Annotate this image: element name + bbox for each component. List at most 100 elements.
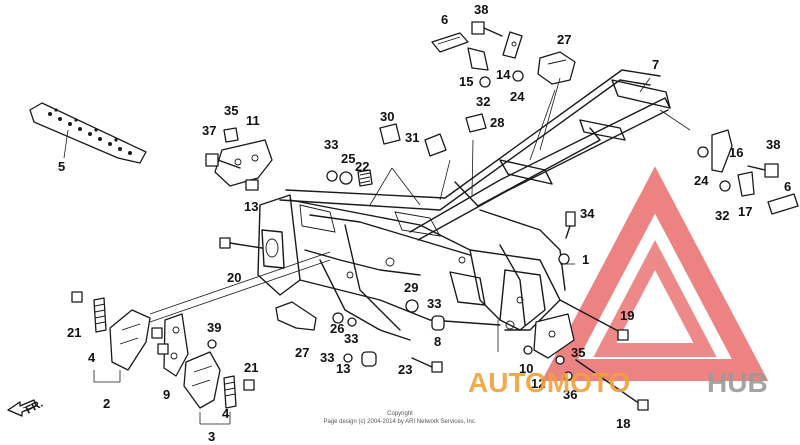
- callout-3: 3: [208, 429, 215, 444]
- nut-part: [512, 70, 524, 82]
- callout-19: 19: [620, 308, 634, 323]
- callout-33: 33: [344, 331, 358, 346]
- brand-text-hub: HUB: [707, 367, 768, 398]
- callout-8: 8: [434, 334, 441, 349]
- spring-part: [93, 297, 107, 333]
- bracket-part: [502, 31, 523, 59]
- callout-35: 35: [224, 103, 238, 118]
- grommet-part: [379, 123, 401, 145]
- collar-part: [405, 299, 419, 313]
- spring-part: [357, 169, 373, 187]
- copyright-line-2: Page design (c) 2004-2014 by ARI Network…: [323, 419, 476, 425]
- bracket-part: [467, 47, 489, 71]
- main-frame: [257, 69, 671, 341]
- collar-part: [245, 179, 259, 191]
- callout-13: 13: [336, 361, 350, 376]
- collar-part: [558, 253, 570, 265]
- callout-20: 20: [227, 270, 241, 285]
- bolt-part: [747, 163, 779, 178]
- bolt-part: [223, 127, 239, 143]
- callout-25: 25: [341, 151, 355, 166]
- front-direction-arrow: FR.: [6, 398, 45, 417]
- brand-text-automoto: AUTOMOTO: [468, 367, 630, 398]
- callout-22: 22: [355, 159, 369, 174]
- callout-34: 34: [580, 206, 595, 221]
- callout-32: 32: [476, 94, 490, 109]
- callout-12: 12: [531, 376, 545, 391]
- collar-part: [431, 315, 445, 331]
- callout-30: 30: [380, 109, 394, 124]
- bolt-part: [205, 153, 241, 169]
- callout-37: 37: [202, 123, 216, 138]
- washer-part: [523, 345, 533, 355]
- callout-32: 32: [715, 208, 729, 223]
- mount-part: [537, 51, 576, 85]
- bolt-part: [411, 357, 443, 373]
- nut-part: [555, 355, 565, 365]
- callout-11: 11: [246, 113, 260, 128]
- copyright-line-1: Copyright: [387, 411, 413, 417]
- callout-27: 27: [295, 345, 309, 360]
- callout-36: 36: [563, 387, 577, 402]
- bolt-part: [471, 21, 503, 37]
- bolt-part: [565, 211, 576, 239]
- bracket-part: [737, 171, 755, 197]
- callout-4: 4: [222, 406, 230, 421]
- washer-part: [339, 171, 353, 185]
- clamp-part: [424, 133, 447, 157]
- collar-part: [361, 351, 377, 367]
- clip-part: [465, 113, 487, 133]
- callout-29: 29: [404, 280, 418, 295]
- watermark-brand: AUTOMOTO HUB: [468, 367, 768, 398]
- callout-2: 2: [103, 396, 110, 411]
- callout-33: 33: [320, 350, 334, 365]
- fr-label: FR.: [24, 398, 45, 417]
- washer-part: [207, 339, 217, 349]
- callout-35: 35: [571, 345, 585, 360]
- callout-5: 5: [58, 159, 65, 174]
- rubber-mount-part: [431, 32, 469, 53]
- callout-21: 21: [244, 360, 258, 375]
- engine-guard-left: [109, 309, 151, 371]
- callout-24: 24: [510, 89, 525, 104]
- callout-24: 24: [694, 173, 709, 188]
- bolt-part: [71, 291, 83, 303]
- callout-17: 17: [738, 204, 752, 219]
- callout-6: 6: [784, 179, 791, 194]
- heat-shield-part: [29, 102, 147, 164]
- callout-labels: 1 2 3 4 4 5 6 6 7 8 9 10 11 12 13 13 14 …: [58, 2, 791, 444]
- callout-23: 23: [398, 362, 412, 377]
- engine-guard-right: [183, 351, 221, 409]
- callout-6: 6: [441, 12, 448, 27]
- nut-part: [347, 317, 357, 327]
- callout-4: 4: [88, 350, 96, 365]
- mount-part: [275, 301, 317, 331]
- callout-7: 7: [652, 57, 659, 72]
- callout-16: 16: [729, 145, 743, 160]
- callout-31: 31: [405, 130, 419, 145]
- bolt-part: [243, 379, 255, 391]
- rubber-mount-part: [767, 193, 799, 215]
- callout-38: 38: [474, 2, 488, 17]
- bracket-part: [533, 313, 575, 359]
- bolt-part: [219, 237, 263, 249]
- nut-part: [719, 180, 731, 192]
- callout-21: 21: [67, 325, 81, 340]
- callout-33: 33: [427, 296, 441, 311]
- bracket-part: [214, 139, 273, 187]
- callout-27: 27: [557, 32, 571, 47]
- callout-39: 39: [207, 320, 221, 335]
- callout-13: 13: [244, 199, 258, 214]
- nut-part: [479, 76, 491, 88]
- callout-28: 28: [490, 115, 504, 130]
- long-bolt-part: [575, 359, 649, 411]
- nut-part: [326, 170, 338, 182]
- washer-part: [332, 312, 344, 324]
- bracket-part: [163, 313, 189, 377]
- callout-18: 18: [616, 416, 630, 431]
- callout-15: 15: [459, 74, 473, 89]
- callout-9: 9: [163, 387, 170, 402]
- callout-1: 1: [582, 252, 589, 267]
- leader-lines: [149, 77, 691, 352]
